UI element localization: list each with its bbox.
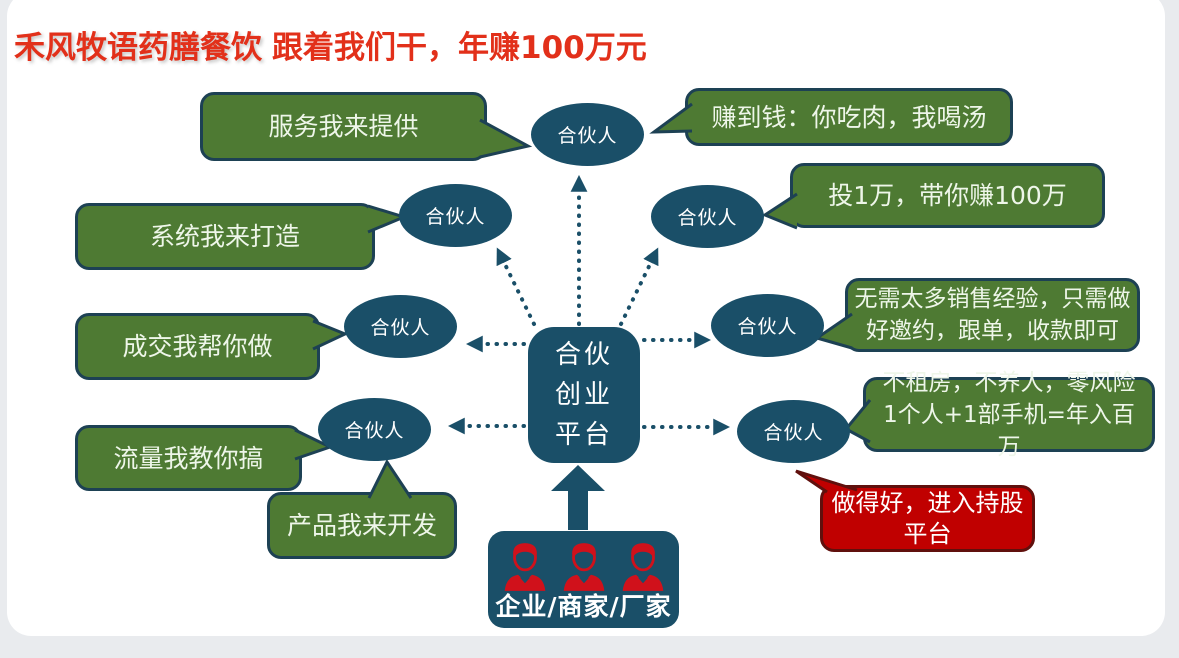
partner-node-lower-right: 合伙人 [737, 400, 850, 463]
title-slogan: 跟着我们干，年赚100万元 [272, 30, 647, 66]
bubble-invest: 投1万，带你赚100万 [790, 163, 1105, 228]
bubble-norisk-line1: 不租房，不养人，零风险 [882, 369, 1136, 396]
source-label: 企业/商家/厂家 [495, 592, 672, 621]
brand-name: 禾风牧语药膳餐饮 [14, 30, 262, 66]
partner-label: 合伙人 [370, 317, 431, 339]
partner-node-top: 合伙人 [531, 103, 644, 166]
platform-line1: 合伙 [554, 340, 613, 370]
bubble-product: 产品我来开发 [267, 492, 457, 559]
bubble-deal: 成交我帮你做 [75, 313, 320, 380]
bubble-service-text: 服务我来提供 [268, 112, 419, 141]
partner-label: 合伙人 [763, 422, 824, 444]
source-node: 企业/商家/厂家 [488, 531, 679, 628]
bubble-system: 系统我来打造 [75, 203, 375, 270]
partner-label: 合伙人 [344, 420, 405, 442]
platform-line3: 平台 [554, 420, 613, 450]
bubble-norisk: 不租房，不养人，零风险 1个人+1部手机=年入百万 [863, 370, 1155, 460]
partner-label: 合伙人 [557, 125, 618, 147]
partner-label: 合伙人 [737, 316, 798, 338]
bubble-service: 服务我来提供 [200, 92, 487, 161]
bubble-profit: 赚到钱：你吃肉，我喝汤 [685, 88, 1013, 146]
person-bust-icon [504, 543, 545, 591]
platform-node: 合伙 创业 平台 [528, 327, 640, 463]
bubble-deal-text: 成交我帮你做 [122, 332, 273, 361]
person-icon-row [488, 537, 679, 593]
bubble-experience: 无需太多销售经验，只需做 好邀约，跟单，收款即可 [845, 278, 1140, 352]
partner-label: 合伙人 [425, 206, 486, 228]
page-title: 禾风牧语药膳餐饮跟着我们干，年赚100万元 [14, 22, 647, 67]
bubble-system-text: 系统我来打造 [149, 222, 300, 251]
bubble-equity-line2: 平台 [903, 519, 952, 548]
bubble-profit-text: 赚到钱：你吃肉，我喝汤 [711, 102, 987, 132]
partner-node-mid-right: 合伙人 [711, 294, 824, 357]
partner-label: 合伙人 [677, 207, 738, 229]
bubble-experience-line1: 无需太多销售经验，只需做 [854, 286, 1131, 312]
partner-node-upper-left: 合伙人 [399, 184, 512, 247]
bubble-norisk-line2: 1个人+1部手机=年入百万 [883, 401, 1135, 460]
person-bust-icon [622, 543, 663, 591]
bubble-traffic-text: 流量我教你搞 [113, 443, 264, 473]
person-bust-icon [563, 543, 604, 591]
bubble-traffic: 流量我教你搞 [75, 425, 302, 491]
bubble-equity-line1: 做得好，进入持股 [831, 488, 1024, 517]
partner-node-upper-right: 合伙人 [651, 185, 764, 248]
partner-node-lower-left: 合伙人 [318, 398, 431, 461]
partner-node-mid-left: 合伙人 [344, 295, 457, 358]
platform-line2: 创业 [554, 380, 613, 410]
bubble-invest-text: 投1万，带你赚100万 [828, 181, 1067, 210]
bubble-product-text: 产品我来开发 [286, 511, 437, 540]
bubble-experience-line2: 好邀约，跟单，收款即可 [866, 318, 1119, 344]
bubble-equity: 做得好，进入持股 平台 [820, 485, 1035, 552]
